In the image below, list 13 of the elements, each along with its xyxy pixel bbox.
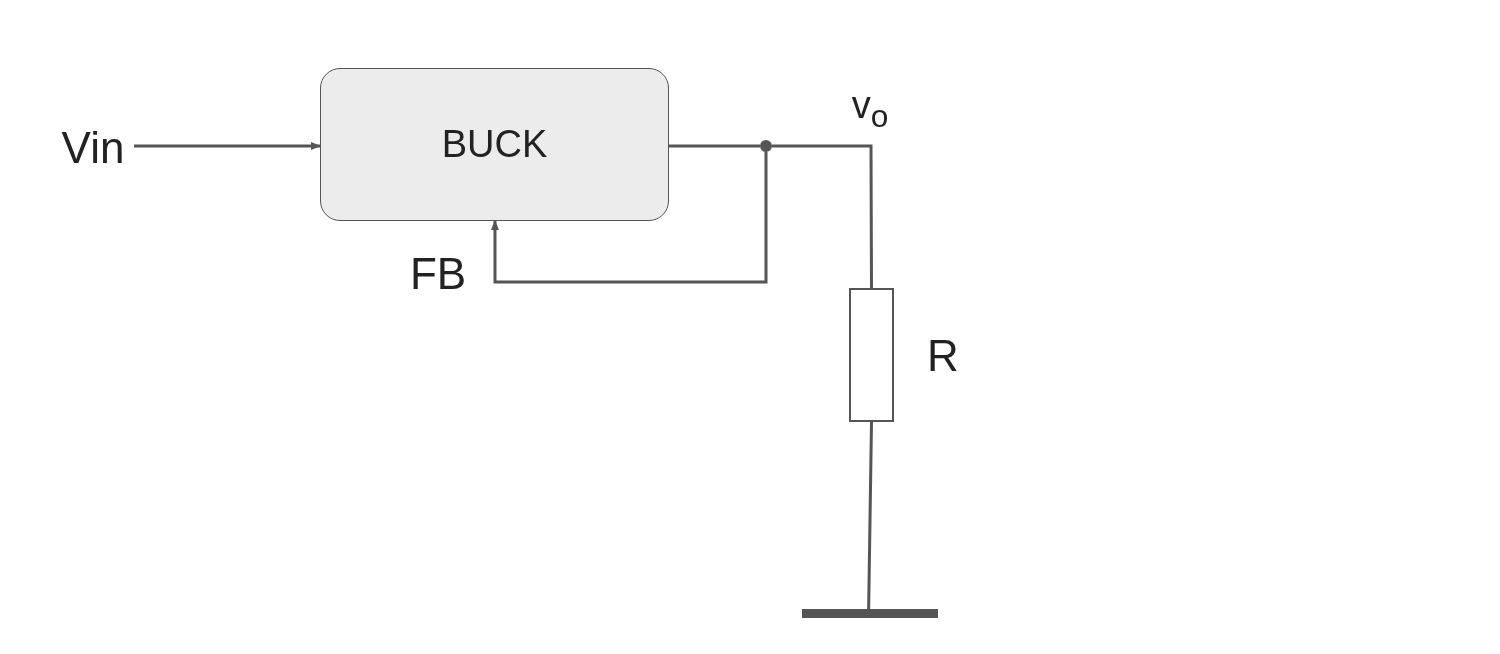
ground-symbol (802, 609, 938, 618)
component-label: R (926, 330, 960, 382)
voltage-label: v$_{o}$ (850, 83, 890, 130)
resistor-symbol (849, 288, 894, 422)
edge-label: FB (408, 248, 468, 300)
arrow (491, 152, 768, 284)
wire (772, 144, 873, 288)
wire (867, 421, 873, 610)
wire (669, 144, 760, 148)
input-label: Vin (52, 122, 134, 174)
process-box: BUCK (320, 68, 669, 221)
arrow (134, 142, 321, 150)
junction-dot (760, 140, 772, 152)
